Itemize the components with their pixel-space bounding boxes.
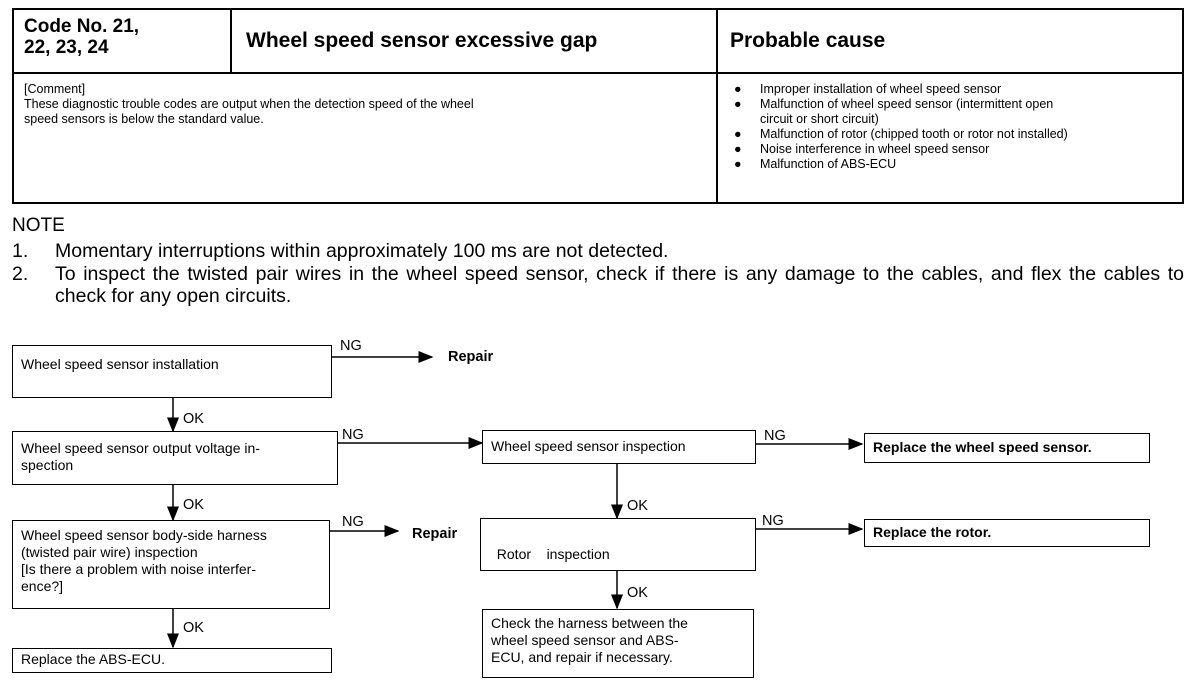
flow-box-sensor-inspection: Wheel speed sensor inspection [482,430,756,464]
comment-label: [Comment] [24,82,86,96]
cause-list: ●Improper installation of wheel speed se… [730,82,1174,172]
flow-box-replace-rotor: Replace the rotor. [864,519,1150,547]
code-line-2: 22, 23, 24 [24,37,109,58]
bullet-icon: ● [734,142,742,156]
ok-label: OK [183,411,204,427]
ng-label: NG [342,514,364,530]
probable-cause-heading: Probable cause [718,10,1182,74]
header-table: Code No. 21, 22, 23, 24 Wheel speed sens… [12,8,1184,204]
note-title: NOTE [12,215,65,236]
note-number: 1. [12,240,29,262]
flow-box-sensor-installation: Wheel speed sensor installation [12,345,332,398]
cause-item: ●Improper installation of wheel speed se… [734,82,1002,96]
bullet-icon: ● [734,157,742,171]
cause-list-cell: ●Improper installation of wheel speed se… [718,74,1182,202]
code-line-1: Code No. 21, [24,16,140,37]
comment-line-2: speed sensors is below the standard valu… [24,112,264,126]
note-number: 2. [12,263,29,285]
ok-label: OK [627,585,648,601]
fault-title: Wheel speed sensor excessive gap [232,10,718,74]
flow-box-replace-abs-ecu: Replace the ABS-ECU. [12,648,332,673]
note-text: Momentary interruptions within approxima… [55,240,669,262]
ok-label: OK [183,620,204,636]
repair-label-2: Repair [412,526,458,542]
ng-label: NG [764,428,786,444]
comment-line-1: These diagnostic trouble codes are outpu… [24,97,474,111]
ng-label: NG [340,338,362,354]
note-item-1: 1. Momentary interruptions within approx… [12,240,1184,262]
flow-box-replace-sensor: Replace the wheel speed sensor. [864,433,1150,463]
bullet-icon: ● [734,82,742,96]
cause-item: ●Noise interference in wheel speed senso… [734,142,990,156]
note-text: To inspect the twisted pair wires in the… [55,263,1184,307]
flow-box-output-voltage: Wheel speed sensor output voltage in- sp… [12,431,338,485]
cause-item-continuation: circuit or short circuit) [760,112,879,126]
code-number-cell: Code No. 21, 22, 23, 24 [14,10,232,74]
ng-label: NG [762,513,784,529]
flow-box-rotor-inspection: Rotor inspection [480,518,756,571]
cause-item: ●Malfunction of rotor (chipped tooth or … [734,127,1068,141]
ok-label: OK [627,498,648,514]
flow-box-harness-inspection: Wheel speed sensor body-side harness (tw… [12,520,330,609]
repair-label-1: Repair [448,349,494,365]
ng-label: NG [342,427,364,443]
flow-box-check-harness: Check the harness between the wheel spee… [482,609,754,678]
note-item-2: 2. To inspect the twisted pair wires in … [12,263,1184,307]
bullet-icon: ● [734,97,742,111]
cause-item: ●Malfunction of ABS-ECU [734,157,897,171]
bullet-icon: ● [734,127,742,141]
comment-cell: [Comment] These diagnostic trouble codes… [14,74,718,202]
ok-label: OK [183,497,204,513]
cause-item: ●Malfunction of wheel speed sensor (inte… [734,97,1054,111]
